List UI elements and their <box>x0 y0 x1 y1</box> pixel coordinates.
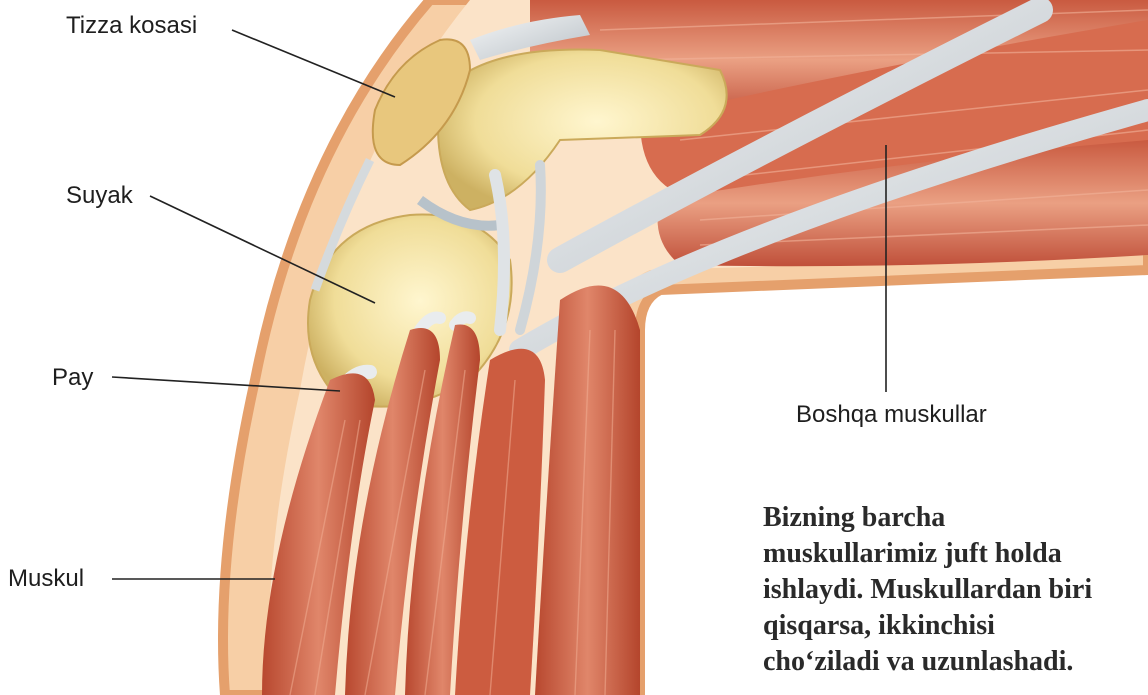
label-patella: Tizza kosasi <box>66 14 197 38</box>
leader-patella <box>232 30 395 97</box>
caption-line: muskullarimiz juft holda <box>763 536 1148 572</box>
caption-text: Bizning barcha muskullarimiz juft holda … <box>763 500 1148 680</box>
label-tendon: Pay <box>52 366 93 390</box>
caption-line: ishlaydi. Muskullardan biri <box>763 572 1148 608</box>
label-other-muscles: Boshqa muskullar <box>796 403 987 427</box>
caption-line: qisqarsa, ikkinchisi <box>763 608 1148 644</box>
caption-line: cho‘ziladi va uzunlashadi. <box>763 644 1148 680</box>
caption-line: Bizning barcha <box>763 500 1148 536</box>
label-muscle: Muskul <box>8 567 84 591</box>
label-bone: Suyak <box>66 184 133 208</box>
